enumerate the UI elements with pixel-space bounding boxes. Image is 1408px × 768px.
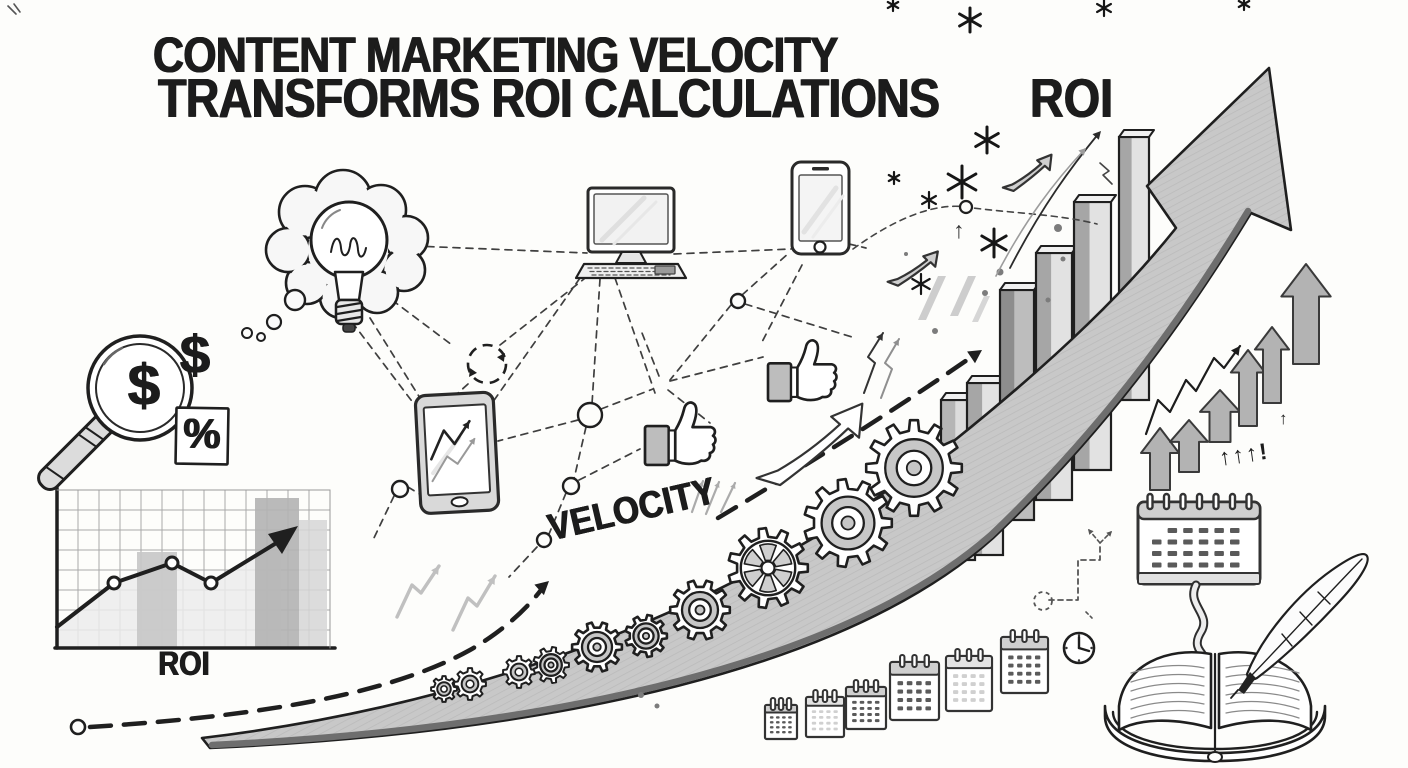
open-book-quill-icon	[1103, 553, 1369, 763]
calendar-row-icon	[763, 697, 799, 741]
block-up-arrows	[1140, 263, 1332, 491]
dashed-trajectory-arrow	[69, 350, 982, 736]
sparkle-icon	[911, 272, 931, 296]
calendar-row-icon	[888, 654, 941, 722]
gear-icon	[727, 526, 810, 610]
block-up-arrow-icon	[1253, 326, 1291, 404]
dollar-symbol: $	[180, 325, 211, 385]
block-up-arrow-icon	[1199, 389, 1241, 443]
thumbs-up-icon	[643, 401, 717, 467]
sparkle-icons	[886, 0, 1251, 296]
up-arrow-thin: ↑	[953, 217, 965, 243]
calendar-row-icon	[844, 679, 888, 731]
desk-calendar-icon	[1136, 492, 1262, 586]
sparkle-icon	[958, 6, 982, 34]
network-node-icon	[729, 292, 747, 310]
calendar-row-icon	[804, 689, 846, 739]
idea-cloud-bulb-icon	[256, 168, 430, 342]
network-node-icon	[390, 479, 410, 499]
block-up-arrow-icon	[1229, 349, 1267, 427]
magnifier-dollar-glyph: $	[127, 353, 161, 418]
curved-swoosh-arrow-icon	[886, 250, 939, 287]
roi-chart-label: ROI	[158, 645, 210, 683]
gear-icon	[453, 667, 487, 701]
calendar-ribbon	[1189, 580, 1212, 665]
refresh-cycle-icon	[466, 343, 508, 385]
smartphone-icon	[790, 160, 851, 256]
calendar-row-icon	[944, 648, 994, 713]
curved-swoosh-arrow-icon	[755, 402, 864, 487]
dotted-flow-path	[1033, 529, 1112, 619]
thumbs-up-icon	[766, 339, 838, 403]
gear-icon	[570, 621, 624, 673]
curved-swoosh-arrow-icon	[1001, 153, 1053, 193]
desktop-computer-icon	[574, 186, 688, 280]
dashed-curve-node	[852, 199, 1098, 250]
sparkle-icon	[920, 190, 938, 210]
network-node-icon	[561, 476, 581, 496]
gear-icon	[668, 579, 732, 641]
block-up-arrow-icon	[1280, 263, 1332, 365]
sparkle-icon	[887, 170, 901, 186]
gear-icon	[502, 655, 536, 689]
up-arrow-small: ↑	[1279, 409, 1288, 428]
sparkle-icon	[1095, 0, 1113, 18]
block-up-arrow-icon	[1169, 419, 1209, 473]
clock-icon	[1062, 631, 1096, 665]
gear-icon	[803, 477, 894, 569]
title-line2: TRANSFORMS ROI CALCULATIONS	[158, 67, 940, 129]
title-line1: CONTENT MARKETING VELOCITY	[153, 27, 839, 83]
speed-chevrons	[918, 276, 990, 322]
network-node-icon	[535, 531, 553, 549]
gear-icon	[430, 675, 458, 703]
network-node-icon	[576, 401, 604, 429]
sparkle-icon	[946, 164, 978, 200]
percent-box-icon	[174, 406, 230, 466]
thin-growth-arrows	[863, 131, 1101, 399]
gear-icon	[864, 418, 964, 518]
tablet-chart-icon	[413, 390, 501, 515]
calendar-row-icon	[999, 629, 1050, 695]
feather-quill-icon	[1230, 553, 1369, 699]
gear-icon	[624, 613, 669, 659]
magnifier-dollar-icon	[37, 327, 253, 491]
gear-icon	[532, 646, 570, 684]
sparkle-icon	[886, 0, 900, 13]
gray-zigzag-arrows	[395, 479, 737, 632]
sparkle-icon	[974, 125, 1000, 155]
title-roi: ROI	[1030, 67, 1114, 129]
percent-symbol: %	[182, 409, 222, 458]
block-up-arrow-icon	[1140, 427, 1180, 491]
sparkle-icon	[980, 227, 1008, 259]
sparkle-icon	[1237, 0, 1251, 12]
roi-mini-chart	[53, 486, 337, 650]
